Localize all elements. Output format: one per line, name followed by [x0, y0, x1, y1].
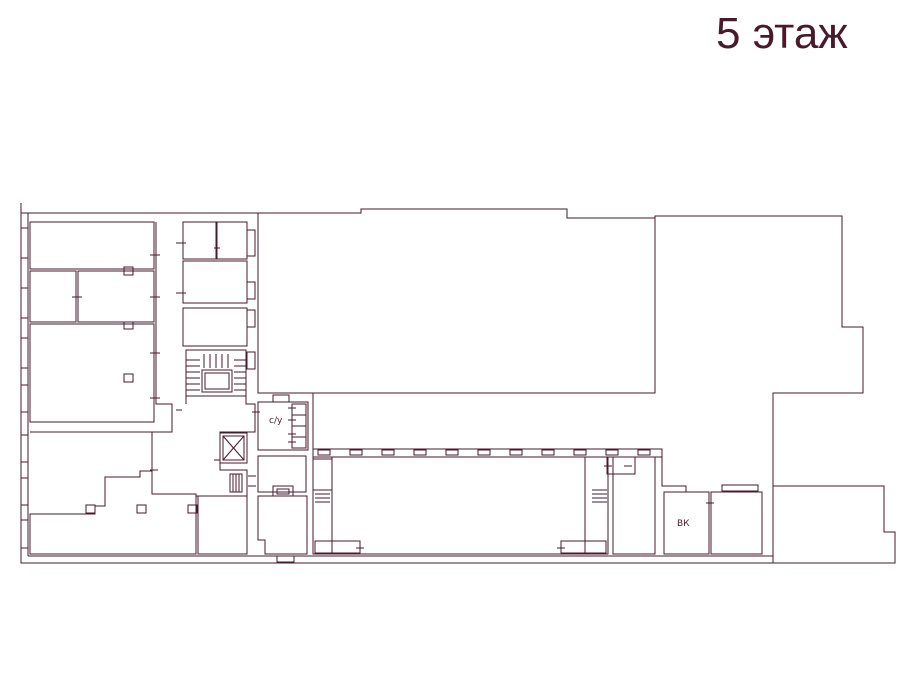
building-outline [20, 203, 896, 564]
main-hall-inner [331, 456, 586, 555]
main-hall-room [312, 456, 609, 555]
column [123, 321, 134, 330]
room-left-5 [197, 495, 248, 555]
elevator-inner [204, 372, 230, 390]
floor-title: 5 этаж [716, 9, 848, 58]
upper-right-hall [655, 215, 864, 486]
column [136, 504, 147, 514]
lift-shaft [219, 432, 248, 464]
lift-shaft-x [222, 435, 245, 461]
stair-1 [185, 349, 247, 397]
lift-inner [222, 435, 245, 461]
connector [312, 393, 774, 563]
room-lobby [257, 455, 307, 493]
bottom-vent [276, 555, 295, 563]
room-c1a [182, 221, 217, 260]
main-hall [312, 458, 333, 491]
room-left-2b [77, 270, 155, 323]
room-right-2 [710, 491, 763, 555]
room-right-entry [661, 457, 687, 492]
column [123, 373, 134, 383]
corridor-left [151, 222, 256, 497]
vk-label: ВК [677, 519, 690, 529]
room-top-left [29, 221, 155, 270]
inner-windows [246, 229, 256, 370]
room-left-2a [29, 270, 77, 323]
hall-stairs [313, 489, 607, 503]
upper-hall [257, 208, 656, 394]
room-left-3 [29, 323, 155, 423]
stair-1-steps [186, 354, 246, 391]
restroom-label: с/у [269, 416, 283, 426]
hall-windows [317, 449, 651, 456]
door-marks [72, 242, 714, 549]
stair-landing-inner [276, 488, 290, 495]
hall-bench-left [314, 540, 361, 554]
left-windows [21, 227, 28, 549]
room-c3 [182, 307, 248, 347]
room-lower-center [257, 495, 308, 555]
elevator-core [201, 369, 233, 393]
right-windows [721, 484, 759, 492]
restroom-window [272, 394, 290, 403]
hall-bench-right [560, 540, 607, 554]
room-right-1 [612, 456, 656, 555]
room-left-4 [29, 431, 197, 555]
column [187, 504, 198, 514]
room-c2 [182, 260, 248, 304]
room-c1b [216, 221, 248, 260]
column [123, 266, 134, 276]
column [85, 504, 96, 514]
